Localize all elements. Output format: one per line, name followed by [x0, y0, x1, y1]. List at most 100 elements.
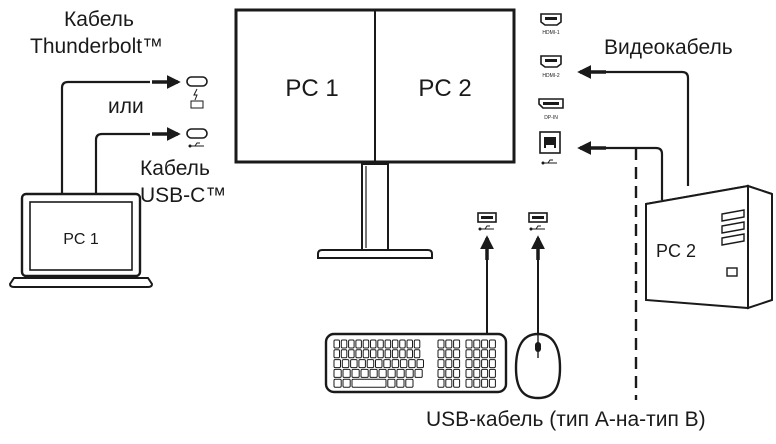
keyboard-key	[405, 378, 414, 388]
keyboard-key	[333, 378, 342, 388]
keyboard-key	[399, 359, 408, 369]
keyboard-key	[437, 359, 445, 369]
usb-symbol-icon	[529, 225, 545, 231]
usbc-cable-label-line2: USB-C™	[140, 184, 227, 207]
keyboard-key	[405, 368, 414, 378]
usbc-cable	[94, 132, 150, 194]
keyboard-key	[481, 378, 489, 388]
hdmi1-port-label: HDMI-1	[542, 30, 559, 36]
thunderbolt-cable-label-line1: Кабель	[64, 8, 134, 31]
displayport-port-icon: DP-IN	[538, 98, 564, 121]
keyboard-key	[360, 368, 369, 378]
laptop-cables	[60, 80, 150, 194]
keyboard-key	[391, 349, 399, 359]
keyboard-key	[413, 339, 421, 349]
keyboard-key	[396, 378, 405, 388]
keyboard-key	[362, 349, 370, 359]
keyboard-key	[445, 349, 453, 359]
keyboard-key	[488, 339, 496, 349]
keyboard-key	[370, 339, 377, 349]
keyboard-key	[488, 368, 496, 378]
keyboard-key	[383, 359, 391, 369]
keyboard-key	[384, 349, 392, 359]
laptop-screen	[29, 201, 133, 271]
thunderbolt-bolt-icon	[193, 88, 198, 101]
keyboard-key	[351, 368, 360, 378]
keyboard-key	[413, 349, 421, 359]
keyboard-key	[375, 359, 383, 369]
or-label: или	[108, 95, 144, 118]
keyboard-key	[453, 359, 461, 369]
keyboard-key	[481, 349, 489, 359]
tower-pc-label: PC 2	[656, 241, 696, 261]
keyboard-key	[481, 368, 489, 378]
keyboard-key	[465, 368, 473, 378]
thunderbolt-cable-label-line2: Thunderbolt™	[30, 35, 164, 58]
keyboard-key	[396, 368, 405, 378]
keyboard-key	[445, 368, 453, 378]
mouse	[514, 332, 562, 400]
keyboard-key	[391, 339, 399, 349]
keyboard-key	[465, 359, 473, 369]
mouse-scroll-wheel	[535, 342, 541, 352]
monitor-left-screen-label: PC 1	[285, 75, 338, 102]
keyboard-key	[488, 349, 496, 359]
keyboard-key	[377, 349, 384, 359]
keyboard-key	[333, 349, 340, 359]
keyboard-key	[348, 349, 355, 359]
laptop-base	[8, 277, 154, 288]
keyboard-key	[473, 339, 481, 349]
keyboard-key	[406, 339, 413, 349]
keyboard-key	[488, 359, 496, 369]
usb-symbol-icon	[188, 142, 204, 148]
hdmi2-port-label: HDMI-2	[542, 73, 559, 79]
keyboard-key	[384, 339, 392, 349]
keyboard-key	[414, 368, 423, 378]
keyboard-key	[341, 359, 350, 369]
mouse-body	[514, 332, 562, 400]
keyboard-key	[453, 349, 461, 359]
tower-pc: PC 2	[645, 184, 773, 310]
keyboard-key	[355, 339, 362, 349]
displayport-port-label: DP-IN	[544, 115, 558, 121]
keyboard-key	[350, 359, 358, 369]
laptop: PC 1	[8, 192, 154, 288]
keyboard-key	[481, 359, 489, 369]
keyboard-key	[342, 378, 351, 388]
monitor-stand-base	[317, 249, 433, 259]
usbc-cable-label-line1: Кабель	[140, 157, 210, 180]
keyboard-key	[399, 339, 406, 349]
keyboard-key	[358, 359, 366, 369]
keyboard-key	[437, 339, 445, 349]
monitor: PC 1 PC 2	[234, 8, 516, 259]
monitor-right-screen-label: PC 2	[418, 75, 471, 102]
keyboard-key	[416, 359, 424, 369]
keyboard-key	[465, 339, 473, 349]
keyboard-key	[333, 339, 340, 349]
thunderbolt-cable	[60, 80, 150, 194]
laptop-screen-label: PC 1	[63, 231, 99, 248]
keyboard-key	[445, 359, 453, 369]
keyboard-key	[453, 378, 461, 388]
keyboard-key	[333, 368, 342, 378]
keyboard-key	[399, 349, 406, 359]
video-cable-label: Видеокабель	[604, 36, 733, 59]
keyboard-keys	[333, 339, 496, 388]
keyboard-key	[348, 339, 355, 349]
keyboard-key	[378, 368, 387, 378]
keyboard-key	[473, 378, 481, 388]
usb-symbol-icon	[478, 225, 494, 231]
keyboard-key	[473, 368, 481, 378]
usb-cable-label: USB-кабель (тип A-на-тип B)	[426, 408, 706, 431]
keyboard-key	[473, 359, 481, 369]
keyboard-key	[453, 339, 461, 349]
keyboard-key	[391, 359, 400, 369]
keyboard-key	[366, 359, 375, 369]
keyboard-key	[437, 368, 445, 378]
keyboard-key	[340, 349, 348, 359]
keyboard-key	[437, 349, 445, 359]
keyboard-key	[445, 378, 453, 388]
keyboard-key	[408, 359, 416, 369]
tower-pc-side	[747, 184, 773, 310]
keyboard-key	[340, 339, 348, 349]
